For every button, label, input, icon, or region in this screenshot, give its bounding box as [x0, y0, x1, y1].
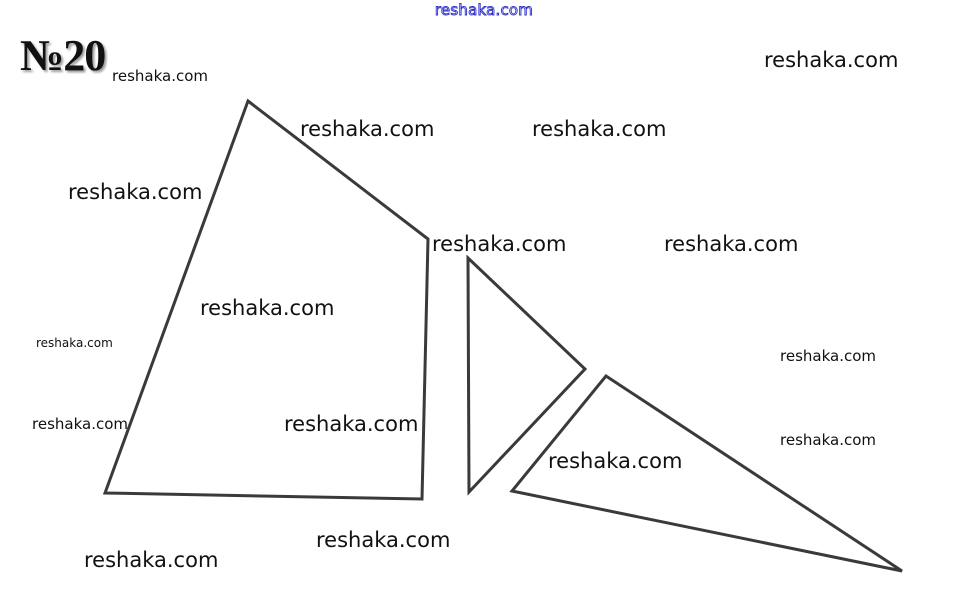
- large-triangle-figure: [509, 374, 903, 573]
- watermark-text: reshaka.com: [316, 528, 451, 552]
- watermark-text: reshaka.com: [68, 180, 203, 204]
- watermark-text: reshaka.com: [84, 548, 219, 572]
- watermark-text: reshaka.com: [532, 117, 667, 141]
- quadrilateral-figure: [102, 98, 430, 501]
- site-link[interactable]: reshaka.com: [434, 1, 534, 20]
- watermark-text: reshaka.com: [284, 412, 419, 436]
- watermark-text: reshaka.com: [548, 449, 683, 473]
- watermark-text: reshaka.com: [780, 347, 876, 365]
- problem-number: №20: [20, 31, 106, 80]
- watermark-text: reshaka.com: [780, 431, 876, 449]
- small-triangle-figure: [466, 254, 588, 496]
- watermark-text: reshaka.com: [32, 415, 128, 433]
- watermark-text: reshaka.com: [300, 117, 435, 141]
- watermark-text: reshaka.com: [36, 336, 113, 350]
- watermark-text: reshaka.com: [664, 232, 799, 256]
- watermark-text: reshaka.com: [112, 67, 208, 85]
- watermark-text: reshaka.com: [200, 296, 335, 320]
- watermark-text: reshaka.com: [432, 232, 567, 256]
- watermark-text: reshaka.com: [764, 48, 899, 72]
